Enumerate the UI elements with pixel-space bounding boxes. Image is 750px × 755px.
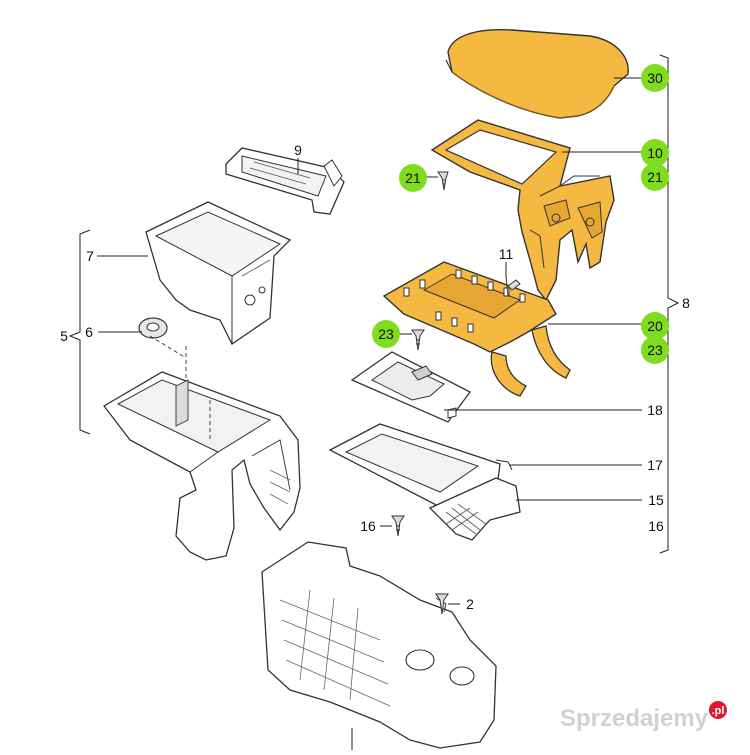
callout-23b-circle xyxy=(641,336,669,364)
screw-2 xyxy=(435,593,449,615)
label-2: 2 xyxy=(466,596,474,612)
watermark-badge-icon xyxy=(709,701,727,719)
screw-11 xyxy=(505,275,521,297)
label-15: 15 xyxy=(648,492,664,508)
label-30: 30 xyxy=(647,70,663,86)
part-9-small-tray xyxy=(225,147,345,215)
watermark-text: Sprzedajemy xyxy=(560,705,709,732)
callout-23a-circle xyxy=(372,320,400,348)
label-18: 18 xyxy=(647,402,663,418)
label-17: 17 xyxy=(647,457,663,473)
part-10-armrest-frame xyxy=(430,119,615,302)
label-6: 6 xyxy=(85,324,93,340)
screw-16 xyxy=(391,515,405,537)
watermark-suffix: .pl xyxy=(712,705,725,717)
part-17-tray xyxy=(328,423,513,509)
label-10: 10 xyxy=(647,145,663,161)
callout-20-circle xyxy=(641,312,669,340)
label-21-left: 21 xyxy=(405,170,421,186)
label-7: 7 xyxy=(86,248,94,264)
label-20: 20 xyxy=(647,318,663,334)
label-11: 11 xyxy=(499,246,514,262)
part-7-storage-box xyxy=(145,201,292,345)
watermark: Sprzedajemy .pl xyxy=(560,701,727,732)
label-5: 5 xyxy=(60,328,68,344)
label-16-right: 16 xyxy=(648,518,664,534)
part-2-lower-frame xyxy=(261,541,497,749)
part-5-console-housing xyxy=(103,346,301,561)
callout-21b-circle xyxy=(641,163,669,191)
screw-23 xyxy=(411,329,425,351)
leader-lines xyxy=(68,54,680,750)
label-8: 8 xyxy=(682,295,690,311)
part-6-cup-ring xyxy=(138,317,187,359)
callout-10-circle xyxy=(641,139,669,167)
label-21-right: 21 xyxy=(647,169,663,185)
label-23-left: 23 xyxy=(378,326,394,342)
label-16-left: 16 xyxy=(360,518,376,534)
part-30-armrest-lid xyxy=(445,29,629,119)
label-23-right: 23 xyxy=(647,342,663,358)
part-15-bracket xyxy=(428,477,521,541)
callout-30-circle xyxy=(641,64,669,92)
part-labels: 30 10 21 21 8 20 23 23 11 9 7 6 5 18 17 … xyxy=(60,70,690,612)
highlight-callouts xyxy=(372,64,669,364)
label-9: 9 xyxy=(294,142,302,158)
callout-21a-circle xyxy=(399,164,427,192)
part-20-hinge-plate xyxy=(382,261,571,397)
screw-21 xyxy=(437,171,449,191)
part-18-cover-plate xyxy=(350,351,471,423)
